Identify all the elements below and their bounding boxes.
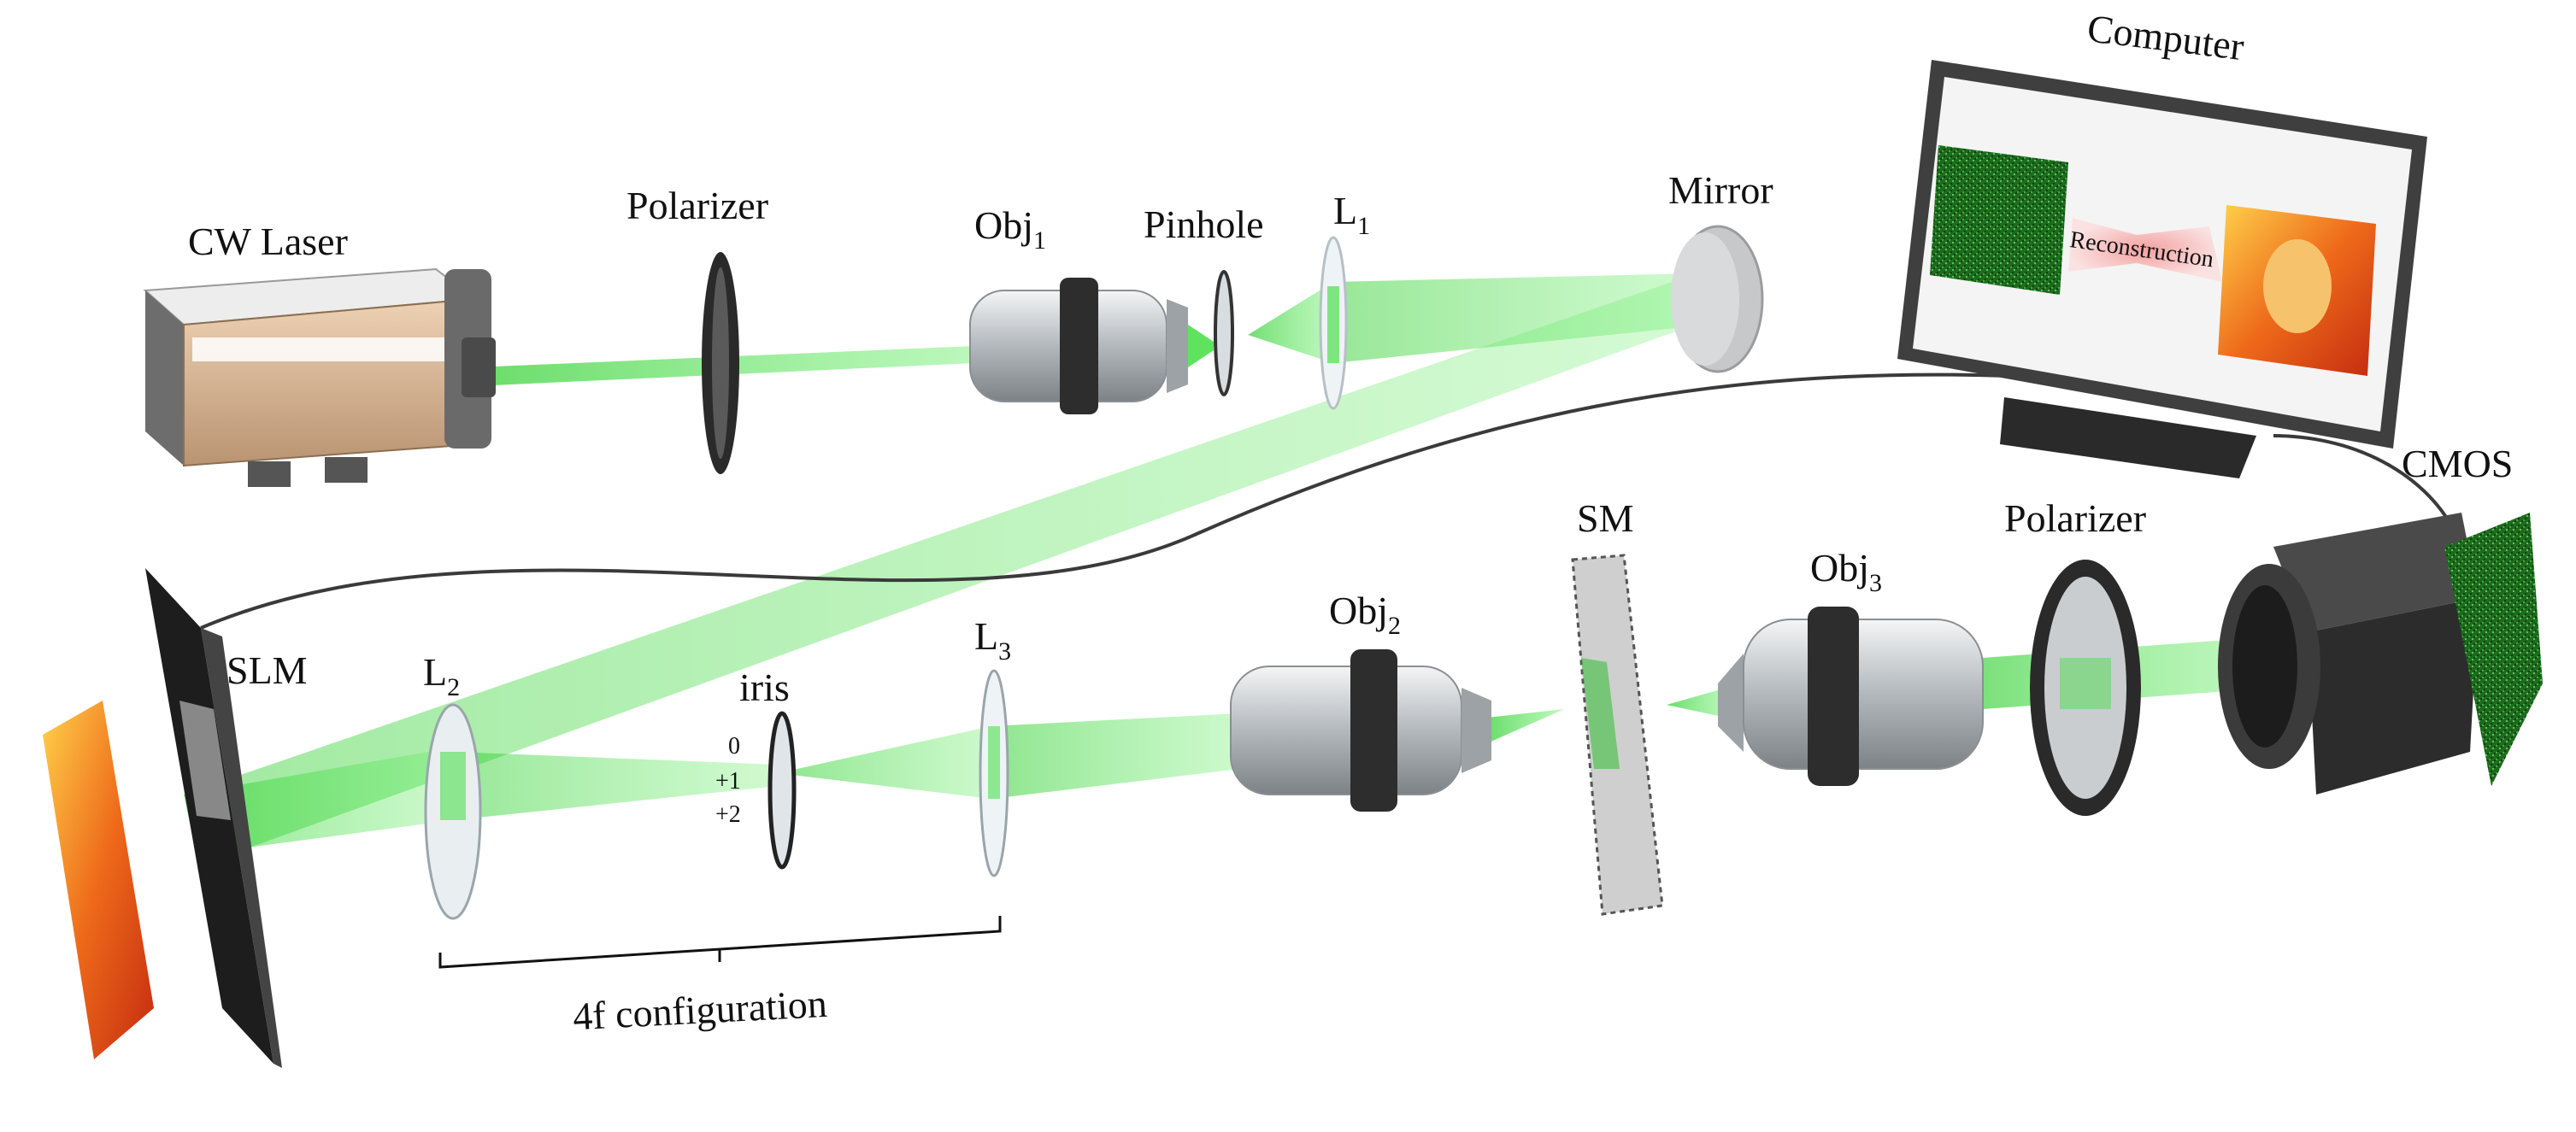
- reconstruction-arrow: [2068, 218, 2222, 282]
- objective-1: [969, 278, 1214, 414]
- laser-label: CW Laser: [188, 220, 348, 263]
- obj2-label: Obj2: [1329, 589, 1401, 640]
- obj1-label: Obj1: [974, 203, 1046, 255]
- l3-label-main: L: [974, 614, 998, 658]
- cmos-label: CMOS: [2402, 442, 2513, 485]
- beam-l3-to-obj2: [991, 713, 1239, 799]
- obj2-label-main: Obj: [1329, 589, 1388, 632]
- beam-l1-to-mirror: [1333, 273, 1709, 363]
- cw-laser: [143, 267, 496, 487]
- beam-mirror-to-slm: [184, 273, 1718, 854]
- order-plus2-label: +2: [715, 801, 741, 828]
- sm-label: SM: [1577, 496, 1633, 540]
- beam-slm-to-l2: [184, 748, 453, 854]
- l3-label-sub: 3: [998, 637, 1011, 666]
- obj2-label-sub: 2: [1388, 612, 1401, 640]
- lens-l1: [1319, 236, 1348, 410]
- hologram-face-image: [43, 701, 154, 1059]
- reconstructed-face-image: [2218, 205, 2376, 376]
- beam-sm-to-obj3: [1667, 688, 1726, 718]
- polarizer-top: [702, 252, 739, 474]
- mirror: [1671, 225, 1764, 373]
- cable-slm-computer: [200, 372, 2009, 630]
- slm-label: SLM: [226, 648, 308, 692]
- lens-l3: [979, 669, 1009, 877]
- l2-label-main: L: [423, 650, 447, 694]
- lens-l2: [424, 703, 482, 920]
- pinhole: [1214, 270, 1234, 396]
- order-plus1-label: +1: [715, 768, 741, 795]
- 4f-configuration-label: 4f configuration: [572, 982, 828, 1039]
- l2-label: L2: [423, 650, 460, 701]
- objective-2: [1230, 649, 1491, 812]
- iris: [768, 711, 797, 870]
- polarizer-top-label: Polarizer: [626, 184, 768, 227]
- obj3-label-sub: 3: [1869, 569, 1882, 597]
- l3-label: L3: [974, 614, 1011, 666]
- 4f-bracket: [438, 916, 1002, 969]
- speckle-pattern-image: [1930, 145, 2068, 295]
- obj1-label-main: Obj: [974, 203, 1033, 247]
- l2-label-sub: 2: [447, 673, 460, 701]
- mirror-label: Mirror: [1668, 168, 1773, 212]
- scattering-medium: [1571, 554, 1664, 916]
- l1-label: L1: [1333, 189, 1370, 240]
- obj3-label: Obj3: [1810, 546, 1882, 597]
- polarizer-bottom-label: Polarizer: [2004, 496, 2146, 540]
- computer-label: Computer: [2085, 6, 2247, 68]
- obj1-label-sub: 1: [1033, 226, 1046, 255]
- iris-label: iris: [739, 666, 790, 709]
- beam-pinhole-to-l1: [1248, 282, 1333, 363]
- polarizer-bottom: [2030, 560, 2141, 816]
- slm: [145, 568, 282, 1068]
- l1-label-sub: 1: [1357, 212, 1370, 240]
- computer-monitor: [1897, 60, 2427, 478]
- cmos-camera: [2218, 513, 2543, 795]
- l1-label-main: L: [1333, 189, 1357, 232]
- order-0-label: 0: [728, 733, 740, 760]
- obj3-label-main: Obj: [1810, 546, 1869, 589]
- beam-obj2-to-sm: [1487, 709, 1564, 743]
- pinhole-label: Pinhole: [1144, 202, 1264, 246]
- beam-l2-to-iris: [453, 752, 778, 820]
- beam-iris-to-l3: [778, 726, 991, 799]
- objective-3: [1718, 607, 1984, 786]
